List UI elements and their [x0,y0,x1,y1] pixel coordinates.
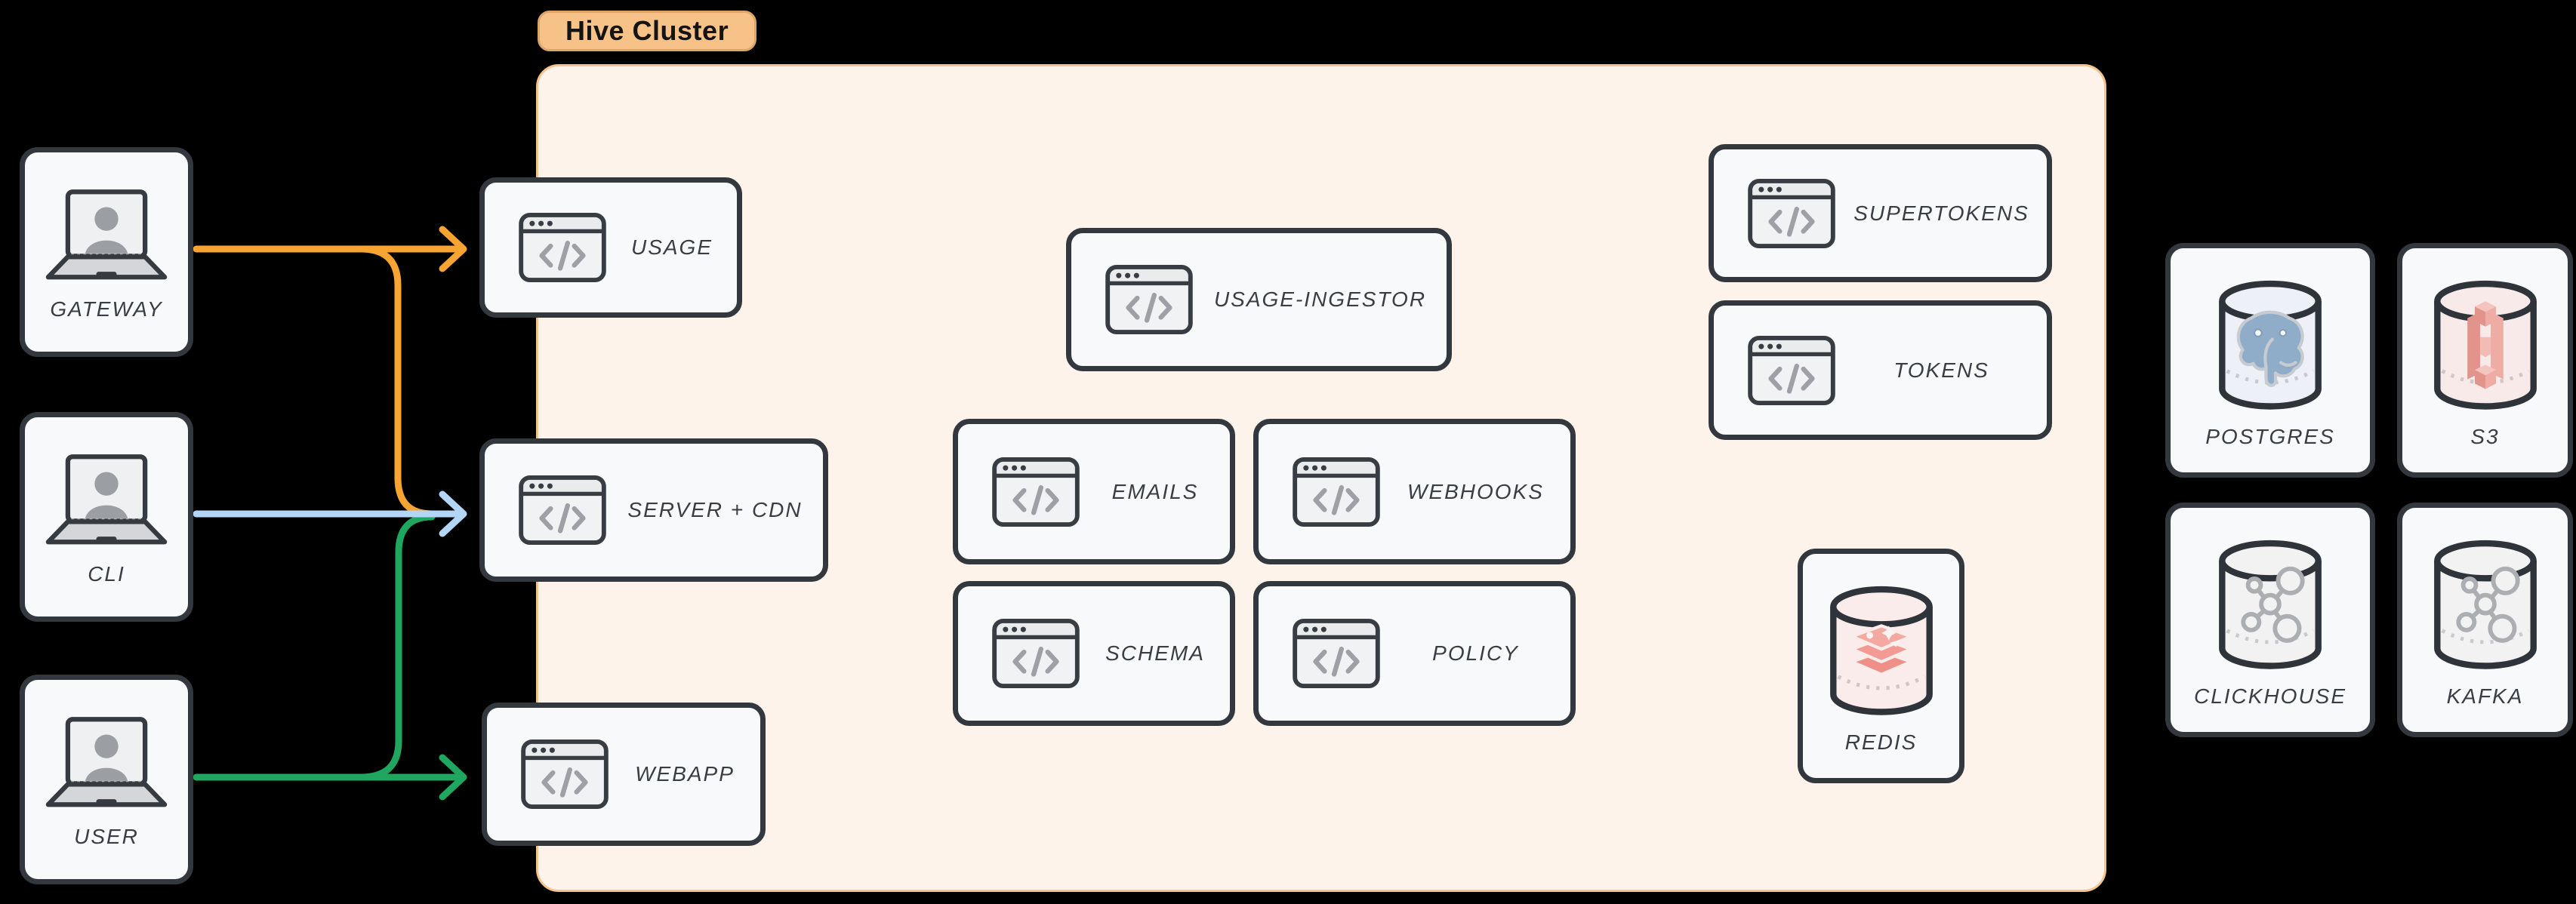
code-window-icon [1105,264,1194,335]
node-label: WEBAPP [635,762,735,786]
node-label: SCHEMA [1105,641,1205,665]
hive-cluster-badge[interactable]: Hive Cluster [538,11,757,51]
node-label: WEBHOOKS [1407,479,1544,503]
node-kafka[interactable]: KAFKA [2397,503,2573,737]
node-label: USAGE-INGESTOR [1213,287,1427,311]
network-database-icon [2433,540,2538,671]
node-label: POLICY [1432,641,1519,665]
node-label: TOKENS [1893,358,1989,382]
node-label: USAGE [630,235,713,259]
node-clickhouse[interactable]: CLICKHOUSE [2165,503,2375,737]
edge-gateway-to-usage-arrowhead [439,226,467,272]
edge-gateway-to-server-cdn-branch [357,245,436,518]
code-window-icon [991,618,1080,689]
node-user[interactable]: USER [20,675,193,884]
code-window-icon [1292,457,1381,527]
node-usage-ingestor[interactable]: USAGE-INGESTOR [1066,228,1452,371]
code-window-icon [1747,178,1836,249]
node-gateway[interactable]: GATEWAY [20,147,193,357]
node-webhooks[interactable]: WEBHOOKS [1253,419,1576,564]
s3-database-icon [2433,280,2538,411]
laptop-user-icon [39,715,174,813]
node-schema[interactable]: SCHEMA [953,581,1235,726]
node-label: USER [74,825,139,848]
code-window-icon [1747,335,1836,406]
laptop-user-icon [39,187,174,285]
postgres-database-icon [2217,280,2323,411]
node-postgres[interactable]: POSTGRES [2165,243,2375,478]
node-label: CLICKHOUSE [2193,684,2347,708]
node-label: S3 [2470,425,2500,448]
node-label: KAFKA [2446,684,2524,708]
node-usage[interactable]: USAGE [479,177,742,318]
node-emails[interactable]: EMAILS [953,419,1235,564]
node-label: REDIS [1844,730,1918,754]
code-window-icon [518,475,607,546]
node-label: POSTGRES [2205,425,2335,448]
code-window-icon [991,457,1080,527]
node-label: GATEWAY [50,297,163,321]
node-server-cdn[interactable]: SERVER + CDN [479,438,828,582]
code-window-icon [518,212,607,283]
node-cli[interactable]: CLI [20,412,193,622]
edge-cli-to-server-cdn-arrowhead [439,490,467,537]
hive-cluster-badge-label: Hive Cluster [565,15,729,46]
node-label: CLI [88,562,125,586]
node-tokens[interactable]: TOKENS [1709,300,2052,440]
network-database-icon [2217,540,2323,671]
node-s3[interactable]: S3 [2397,243,2573,478]
node-label: SERVER + CDN [627,498,803,521]
edge-user-to-webapp-arrowhead [439,754,467,801]
laptop-user-icon [39,452,174,550]
node-label: EMAILS [1111,479,1199,503]
code-window-icon [520,739,609,810]
node-redis[interactable]: REDIS [1798,549,1964,783]
node-label: SUPERTOKENS [1853,201,2029,225]
edge-user-to-server-cdn-branch [357,513,436,781]
node-supertokens[interactable]: SUPERTOKENS [1709,144,2052,282]
node-policy[interactable]: POLICY [1253,581,1576,726]
node-webapp[interactable]: WEBAPP [482,703,766,846]
redis-database-icon [1829,586,1934,717]
code-window-icon [1292,618,1381,689]
